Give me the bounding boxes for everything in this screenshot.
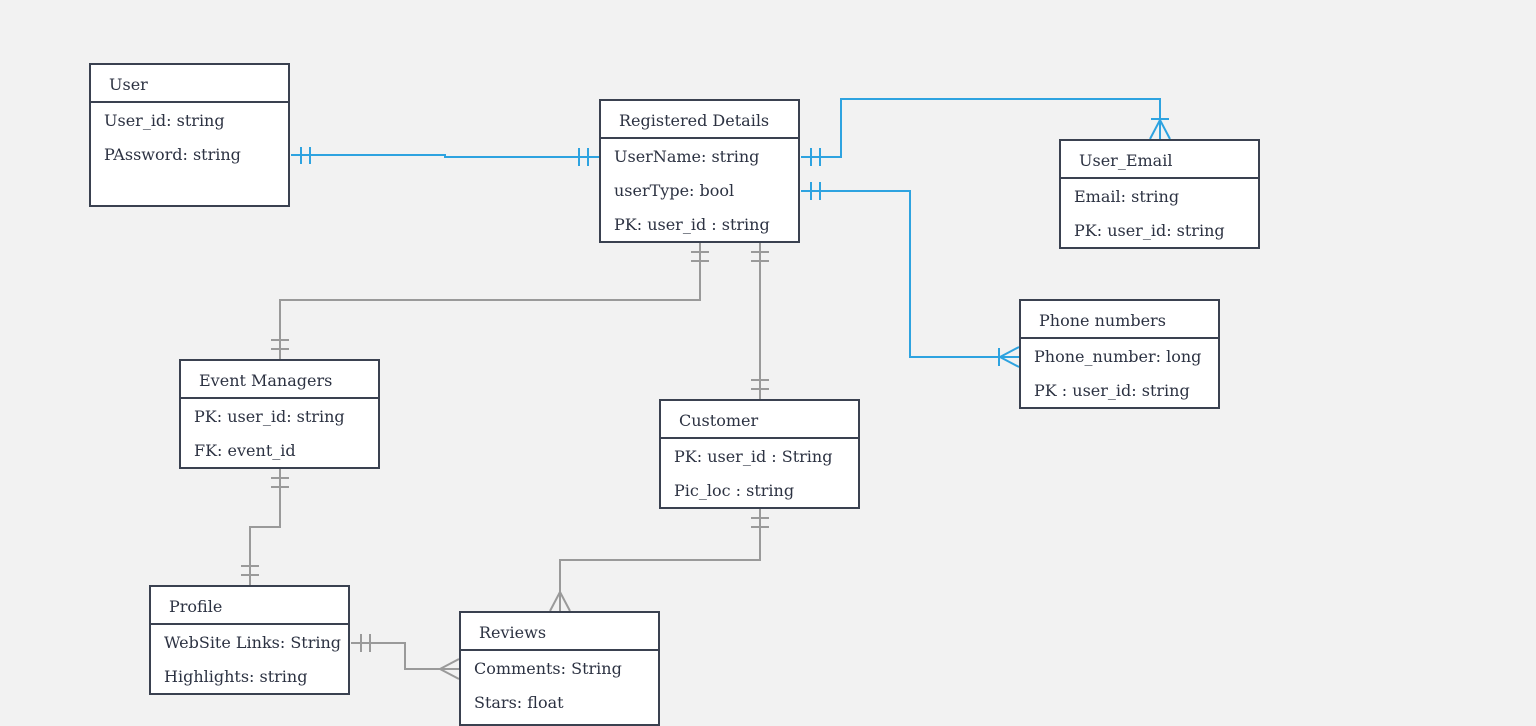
connector-registered-user-email[interactable] — [801, 98, 1171, 166]
connector-customer-reviews[interactable] — [549, 509, 769, 612]
entity-field: WebSite Links: String — [164, 633, 342, 652]
entity-field: User_id: string — [104, 111, 225, 130]
entity-title: User — [91, 65, 288, 103]
entity-user[interactable]: User User_id: string PAssword: string — [89, 63, 290, 207]
entity-field: PAssword: string — [104, 145, 241, 164]
entity-title: Reviews — [461, 613, 658, 651]
entity-event-managers[interactable]: Event Managers PK: user_id: string FK: e… — [179, 359, 380, 469]
connector-profile-reviews[interactable] — [351, 634, 460, 680]
entity-field: Stars: float — [474, 693, 564, 712]
entity-field: PK: user_id: string — [194, 407, 345, 426]
entity-phone-numbers[interactable]: Phone numbers Phone_number: long PK : us… — [1019, 299, 1220, 409]
entity-title: Customer — [661, 401, 858, 439]
connector-registered-customer[interactable] — [751, 243, 769, 399]
entity-field: Highlights: string — [164, 667, 308, 686]
entity-title: Registered Details — [601, 101, 798, 139]
entity-registered-details[interactable]: Registered Details UserName: string user… — [599, 99, 800, 243]
entity-field: PK : user_id: string — [1034, 381, 1190, 400]
entity-field: Pic_loc : string — [674, 481, 795, 500]
entity-user-email[interactable]: User_Email Email: string PK: user_id: st… — [1059, 139, 1260, 249]
connector-registered-phone[interactable] — [801, 182, 1020, 368]
entity-title: Event Managers — [181, 361, 378, 399]
entity-field: Email: string — [1074, 187, 1180, 206]
entity-field: UserName: string — [614, 147, 760, 166]
entity-field: FK: event_id — [194, 441, 296, 460]
entity-title: Phone numbers — [1021, 301, 1218, 339]
entity-customer[interactable]: Customer PK: user_id : String Pic_loc : … — [659, 399, 860, 509]
entity-reviews[interactable]: Reviews Comments: String Stars: float — [459, 611, 660, 726]
entity-field: Phone_number: long — [1034, 347, 1202, 366]
entity-field: PK: user_id : string — [614, 215, 770, 234]
entity-field: PK: user_id : String — [674, 447, 833, 466]
entity-field: Comments: String — [474, 659, 622, 678]
connector-user-registered[interactable] — [291, 147, 599, 166]
entity-field: PK: user_id: string — [1074, 221, 1225, 240]
entity-title: Profile — [151, 587, 348, 625]
entity-profile[interactable]: Profile WebSite Links: String Highlights… — [149, 585, 350, 695]
connector-registered-event-managers[interactable] — [271, 243, 709, 359]
connector-event-managers-profile[interactable] — [241, 469, 289, 585]
entity-title: User_Email — [1061, 141, 1258, 179]
entity-field: userType: bool — [614, 181, 735, 200]
